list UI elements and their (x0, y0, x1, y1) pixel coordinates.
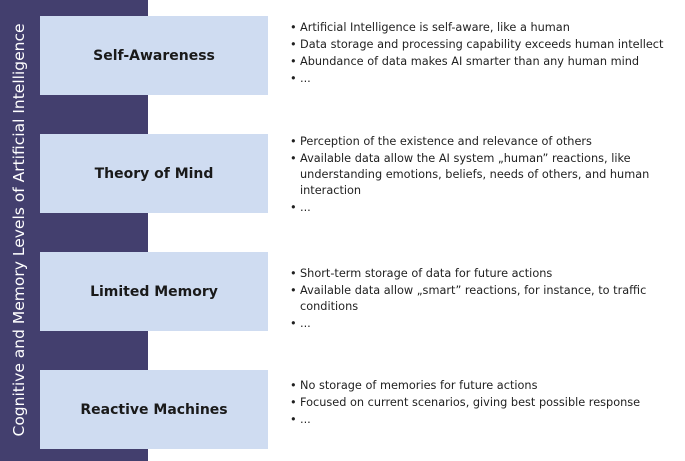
level-description-limited-memory: •Short-term storage of data for future a… (290, 266, 685, 333)
bullet-icon: • (290, 135, 297, 148)
point-text: Artificial Intelligence is self-aware, l… (300, 21, 570, 34)
level-box-reactive-machines: Reactive Machines (40, 370, 268, 449)
list-item: •Short-term storage of data for future a… (290, 266, 685, 282)
list-item: •... (290, 200, 685, 216)
list-item: •Abundance of data makes AI smarter than… (290, 54, 685, 70)
list-item: •Focused on current scenarios, giving be… (290, 395, 685, 411)
bullet-icon: • (290, 201, 297, 214)
point-text: Perception of the existence and relevanc… (300, 135, 592, 148)
list-item: •Perception of the existence and relevan… (290, 134, 685, 150)
bullet-icon: • (290, 55, 297, 68)
point-text: ... (300, 413, 311, 426)
bullet-icon: • (290, 152, 297, 165)
point-text: Focused on current scenarios, giving bes… (300, 396, 641, 409)
point-text: No storage of memories for future action… (300, 379, 538, 392)
level-name: Reactive Machines (80, 401, 228, 418)
point-text: ... (300, 201, 311, 214)
list-item: •Data storage and processing capability … (290, 37, 685, 53)
level-name: Theory of Mind (94, 165, 214, 182)
bullet-icon: • (290, 72, 297, 85)
level-box-self-awareness: Self-Awareness (40, 16, 268, 95)
list-item: •No storage of memories for future actio… (290, 378, 685, 394)
diagram-title: Cognitive and Memory Levels of Artificia… (10, 23, 28, 437)
list-item: •Available data allow „smart” reactions,… (290, 283, 685, 315)
level-description-theory-of-mind: •Perception of the existence and relevan… (290, 134, 685, 217)
point-text: Short-term storage of data for future ac… (300, 267, 553, 280)
bullet-icon: • (290, 21, 297, 34)
bullet-icon: • (290, 38, 297, 51)
level-description-self-awareness: •Artificial Intelligence is self-aware, … (290, 20, 685, 88)
point-text: Data storage and processing capability e… (300, 38, 664, 51)
level-box-limited-memory: Limited Memory (40, 252, 268, 331)
list-item: •Available data allow the AI system „hum… (290, 151, 685, 199)
bullet-icon: • (290, 396, 297, 409)
bullet-icon: • (290, 317, 297, 330)
list-item: •... (290, 412, 685, 428)
level-description-reactive-machines: •No storage of memories for future actio… (290, 378, 685, 429)
point-text: ... (300, 72, 311, 85)
level-name: Limited Memory (90, 283, 218, 300)
level-name: Self-Awareness (93, 47, 215, 64)
bullet-icon: • (290, 284, 297, 297)
point-text: Available data allow „smart” reactions, … (300, 284, 647, 313)
list-item: •... (290, 71, 685, 87)
list-item: •Artificial Intelligence is self-aware, … (290, 20, 685, 36)
point-text: ... (300, 317, 311, 330)
list-item: •... (290, 316, 685, 332)
bullet-icon: • (290, 379, 297, 392)
level-box-theory-of-mind: Theory of Mind (40, 134, 268, 213)
point-text: Available data allow the AI system „huma… (300, 152, 650, 197)
bullet-icon: • (290, 413, 297, 426)
point-text: Abundance of data makes AI smarter than … (300, 55, 640, 68)
bullet-icon: • (290, 267, 297, 280)
